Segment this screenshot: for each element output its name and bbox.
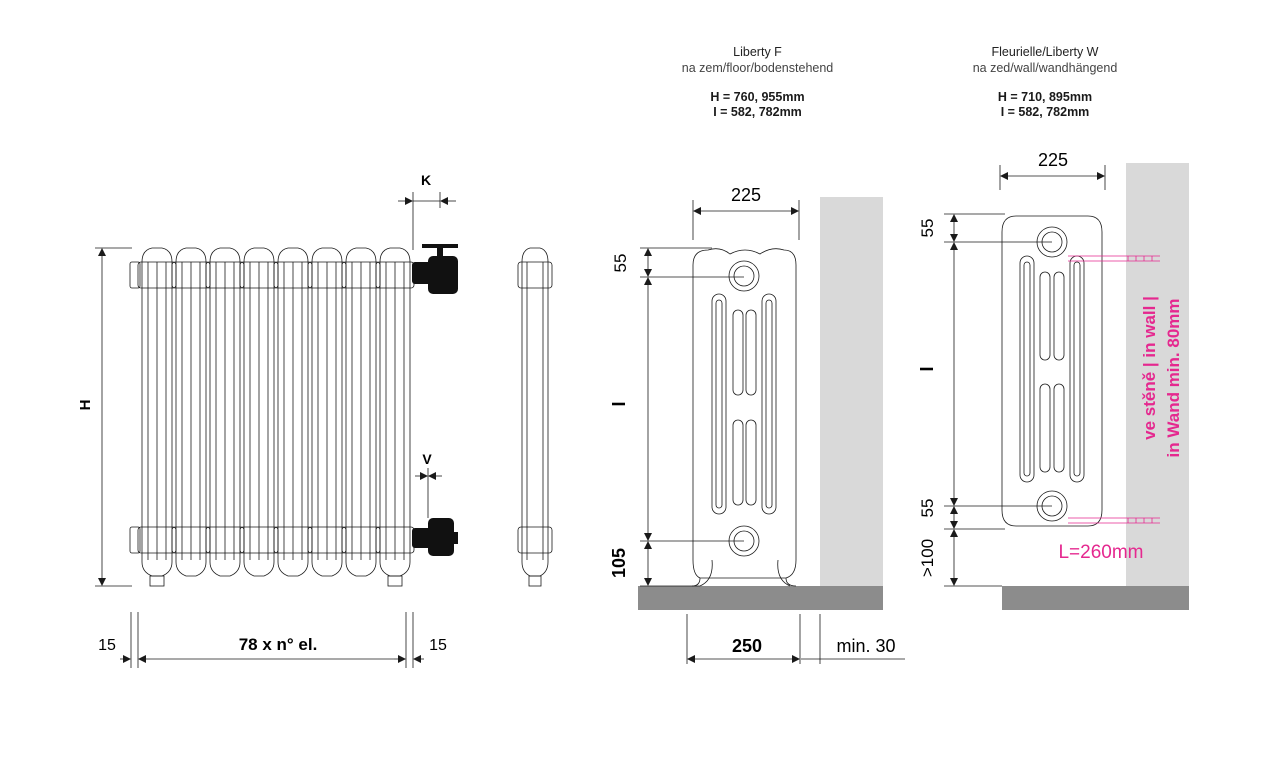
dim-vertical	[944, 213, 1052, 587]
label-floor-height: 105	[609, 548, 629, 578]
header-subtitle: na zem/floor/bodenstehend	[681, 61, 834, 75]
label-right-margin: 15	[429, 637, 447, 654]
label-width-formula: 78 x n° el.	[239, 635, 318, 654]
dim-foot	[686, 614, 905, 664]
label-h: H	[77, 400, 94, 411]
dim-h	[95, 247, 132, 587]
wall	[1126, 163, 1189, 586]
radiator-section	[137, 247, 177, 587]
radiator-section	[273, 247, 313, 577]
radiator-liberty-f	[691, 248, 797, 587]
label-anchor-note-1: ve stěně | in wall |	[1140, 296, 1159, 440]
valve-icon	[412, 244, 458, 294]
dim-v	[415, 468, 442, 518]
floor	[638, 586, 883, 610]
radiator-section	[375, 247, 415, 587]
header-dim-h: H = 710, 895mm	[997, 90, 1093, 104]
label-bottom-offset: 55	[918, 499, 937, 518]
header-title: Liberty F	[733, 45, 782, 59]
radiator-front-view	[129, 247, 415, 587]
floor	[1002, 586, 1189, 610]
dim-depth	[692, 200, 800, 240]
label-wall-gap: min. 30	[836, 636, 895, 656]
label-depth: 225	[1038, 150, 1068, 170]
dim-k	[398, 192, 456, 250]
label-v: V	[422, 451, 432, 467]
header-dim-h: H = 760, 955mm	[710, 90, 805, 104]
dim-vertical	[640, 247, 744, 587]
label-anchor-note-2: in Wand min. 80mm	[1164, 298, 1183, 457]
radiator-section	[171, 247, 211, 577]
radiator-section	[205, 247, 245, 577]
label-left-margin: 15	[98, 637, 116, 654]
dim-depth	[999, 165, 1106, 190]
header-liberty-f: Liberty F na zem/floor/bodenstehend H = …	[640, 44, 875, 120]
header-dim-i: I = 582, 782mm	[713, 105, 802, 119]
label-top-offset: 55	[611, 254, 630, 273]
radiator-liberty-w	[1001, 215, 1103, 527]
label-k: K	[421, 172, 431, 188]
label-axis: I	[609, 401, 629, 406]
radiator-section	[307, 247, 347, 577]
wall	[820, 197, 883, 586]
label-anchor-length: L=260mm	[1058, 542, 1143, 563]
dim-width	[120, 612, 424, 668]
radiator-side-view	[517, 247, 553, 587]
header-title: Fleurielle/Liberty W	[991, 45, 1099, 59]
header-dim-i: I = 582, 782mm	[1000, 105, 1090, 119]
header-subtitle: na zed/wall/wandhängend	[972, 61, 1118, 75]
label-top-offset: 55	[918, 219, 937, 238]
wall-anchor-icon	[1068, 255, 1160, 524]
radiator-section	[239, 247, 279, 577]
radiator-section	[341, 247, 381, 577]
header-liberty-w: Fleurielle/Liberty W na zed/wall/wandhän…	[935, 44, 1155, 120]
label-foot-width: 250	[732, 636, 762, 656]
label-depth: 225	[731, 185, 761, 205]
label-floor-gap: >100	[918, 539, 937, 577]
label-axis: I	[917, 366, 937, 371]
lockshield-icon	[412, 518, 458, 556]
